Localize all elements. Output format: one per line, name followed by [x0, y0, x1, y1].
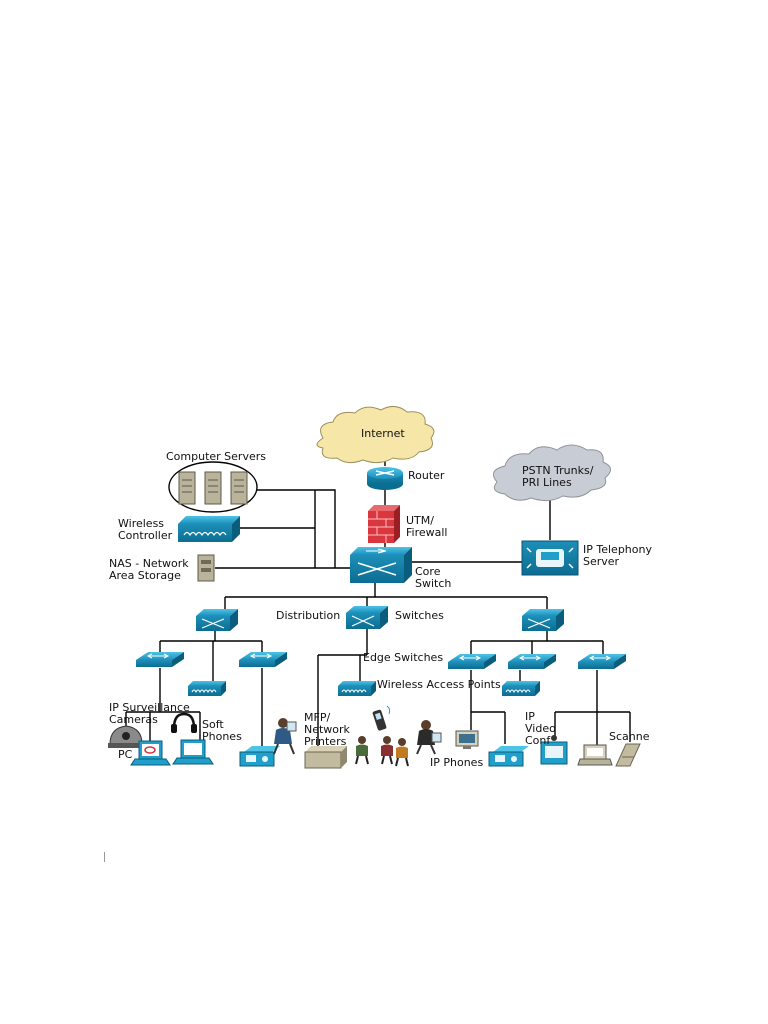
- edge-switch-icon: [578, 654, 626, 669]
- edge-switch-icon: [508, 654, 556, 669]
- distribution-switch-left-icon: [196, 609, 238, 631]
- scanner-icon: [615, 743, 641, 767]
- edge-switch-icon: [448, 654, 496, 669]
- ip-telephony-server-label: IP Telephony Server: [583, 543, 652, 568]
- monitor-icon: [455, 730, 479, 749]
- scanner-label: Scanne: [609, 730, 650, 743]
- workstation-icon: [577, 744, 613, 766]
- user-at-computer-icon: [416, 720, 442, 755]
- pstn-label: PSTN Trunks/ PRI Lines: [522, 464, 594, 489]
- router-icon: [367, 467, 403, 490]
- access-point-icon: [502, 681, 540, 696]
- access-point-icon: [338, 681, 376, 696]
- ip-phone-icon: [488, 746, 529, 767]
- printer-icon: [304, 746, 347, 769]
- computer-servers-label: Computer Servers: [166, 450, 266, 463]
- access-point-icon: [188, 681, 226, 696]
- router-label: Router: [408, 469, 445, 482]
- laptop-icon: [130, 740, 171, 766]
- pc-label: PC: [118, 748, 133, 761]
- page-marker: [104, 852, 105, 862]
- headset-icon: [171, 712, 197, 733]
- pstn-cloud-icon: [492, 444, 611, 502]
- computer-servers-icon: [168, 461, 258, 513]
- video-conference-icon: [540, 735, 568, 765]
- users-group-icon: [355, 736, 409, 767]
- ip-video-conf-label: IP Video Conf: [525, 710, 556, 747]
- nas-label: NAS - Network Area Storage: [109, 557, 189, 582]
- core-switch-label: Core Switch: [415, 565, 452, 590]
- ip-surveillance-label: IP Surveillance Cameras: [109, 701, 190, 726]
- mobile-phone-icon: [372, 705, 391, 731]
- firewall-icon: [368, 505, 400, 543]
- internet-label: Internet: [361, 427, 405, 440]
- ip-phones-label: IP Phones: [430, 756, 484, 769]
- edge-switches-label: Edge Switches: [363, 651, 444, 664]
- ip-phone-icon: [239, 746, 280, 767]
- edge-switch-icon: [239, 652, 287, 667]
- distribution-label: Distribution: [276, 609, 341, 622]
- ip-telephony-server-icon: [521, 540, 579, 576]
- core-switch-icon: [350, 547, 412, 583]
- mfp-printers-label: MFP/ Network Printers: [304, 711, 350, 748]
- nas-storage-icon: [197, 554, 215, 582]
- internet-cloud-icon: [316, 406, 435, 464]
- edge-switch-icon: [136, 652, 184, 667]
- distribution-switches-label: Switches: [395, 609, 444, 622]
- firewall-label: UTM/ Firewall: [406, 514, 448, 539]
- wireless-access-points-label: Wireless Access Points: [377, 678, 501, 691]
- laptop-icon: [172, 739, 214, 765]
- connection-lines: [125, 450, 631, 750]
- wireless-controller-label: Wireless Controller: [118, 517, 173, 542]
- user-at-desk-icon: [273, 718, 297, 755]
- distribution-switch-right-icon: [522, 609, 564, 631]
- camera-icon: [108, 725, 144, 748]
- soft-phones-label: Soft Phones: [202, 718, 242, 743]
- distribution-switch-middle-icon: [346, 606, 388, 629]
- wireless-controller-icon: [178, 516, 240, 542]
